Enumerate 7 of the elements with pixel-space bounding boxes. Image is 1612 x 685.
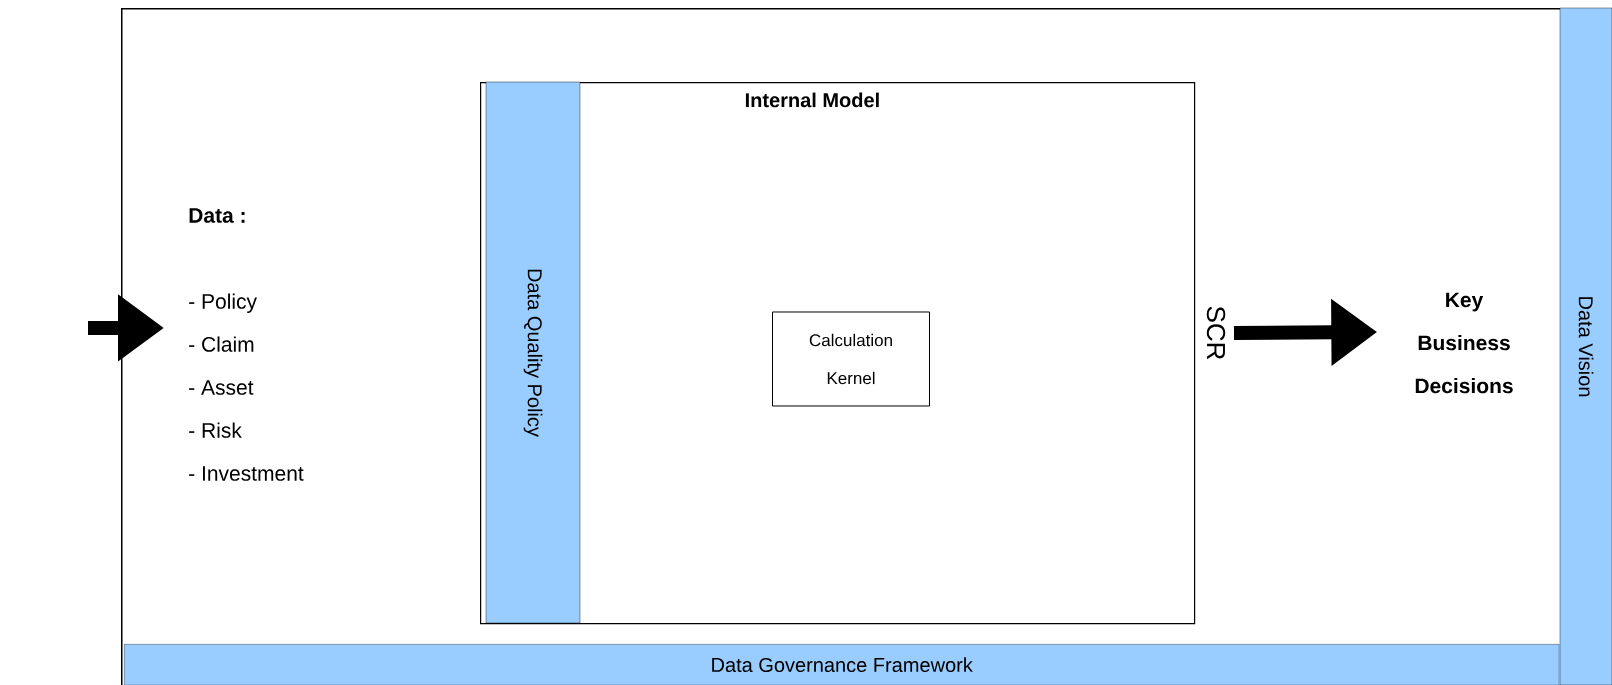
data-list: Data : - Policy - Claim - Asset - Risk - Investment <box>189 208 304 481</box>
side-band: Data Quality Policy <box>485 81 581 624</box>
output-label: SCR <box>1206 306 1226 360</box>
side-band: Data Vision <box>1559 7 1612 685</box>
bottom-band: Data Governance Framework <box>124 644 1560 685</box>
decision-label: Key Business Decisions <box>1415 292 1513 394</box>
process-box: Calculation Kernel <box>772 311 930 407</box>
